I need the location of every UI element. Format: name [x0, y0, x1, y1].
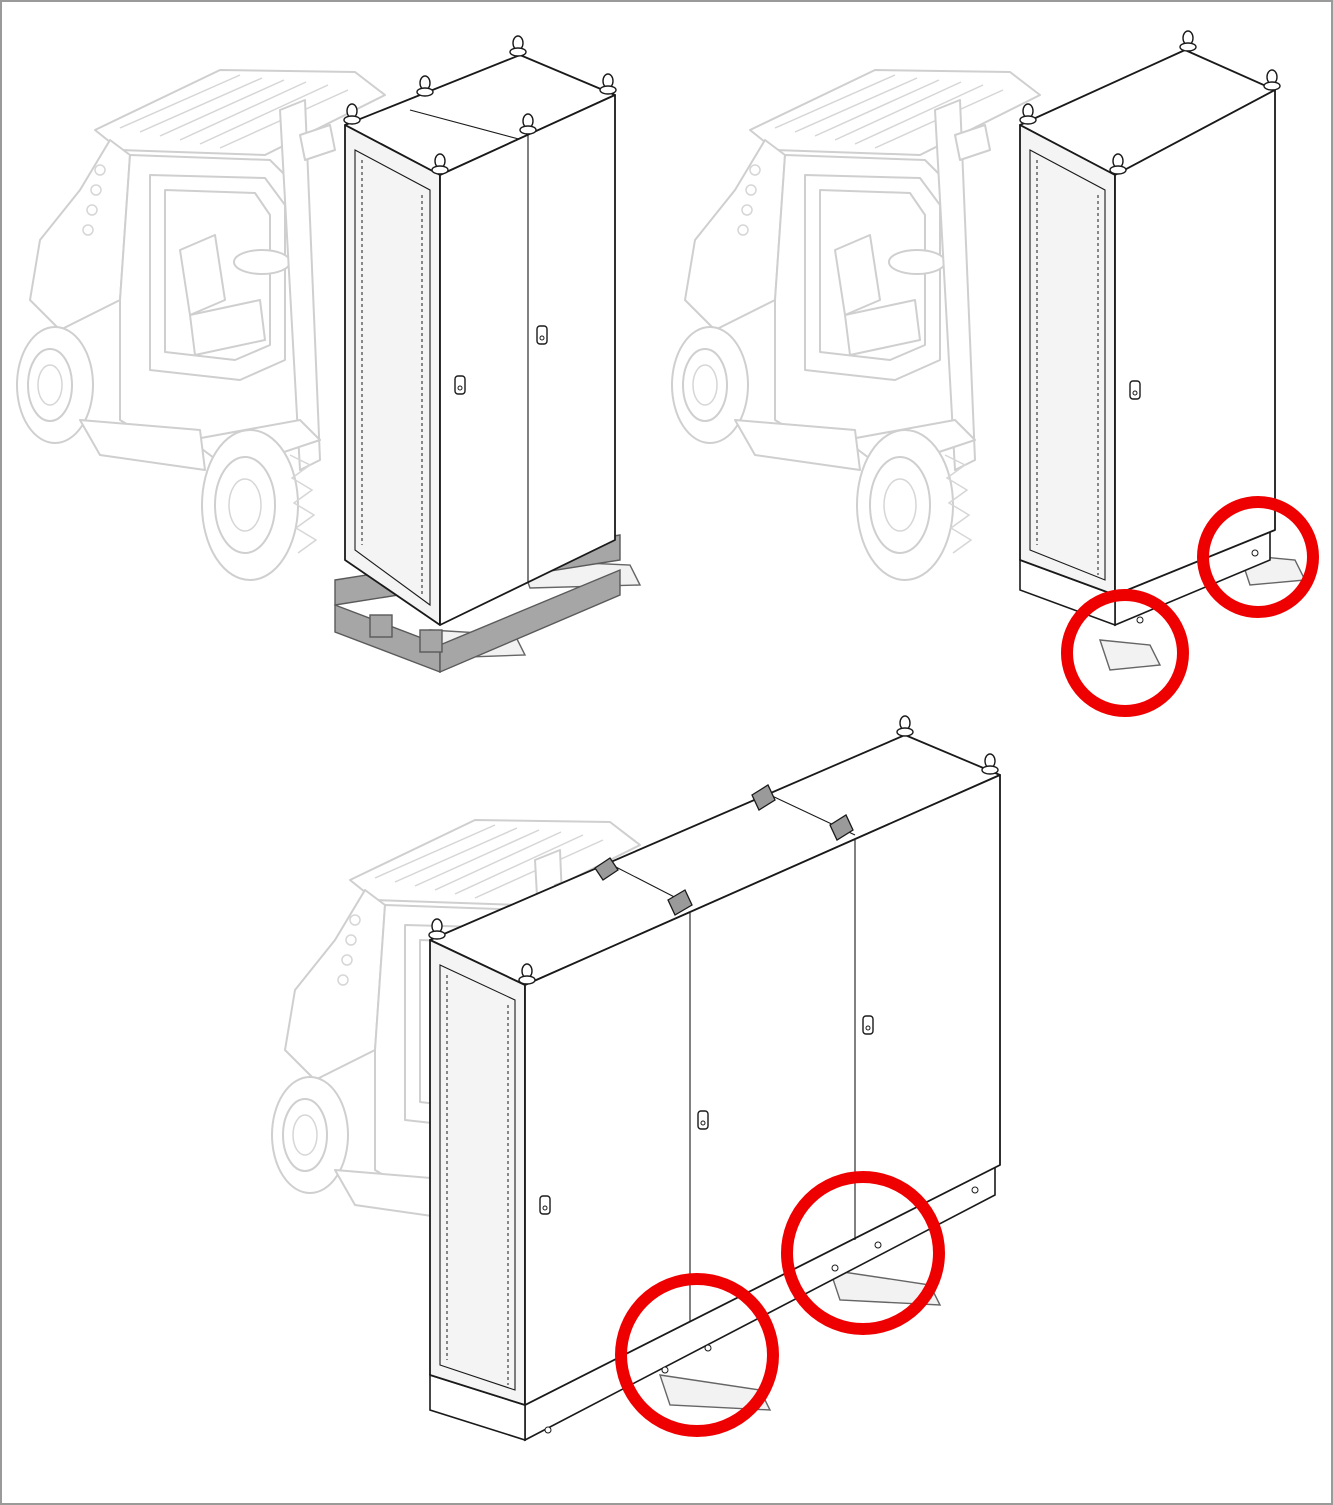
joining-bracket: [829, 814, 854, 841]
highlight-circle: [1197, 496, 1319, 618]
panel-direct-lift: [671, 30, 1319, 717]
cabinet-frame-side: [429, 939, 526, 1406]
lifting-eye: [509, 35, 527, 57]
forklift-ghost: [16, 69, 386, 581]
door-handle: [536, 325, 548, 345]
cabinet-front: [524, 774, 1001, 1406]
door-handle: [539, 1195, 551, 1215]
cabinet-front: [1114, 89, 1276, 596]
panel-three-module-lift: [271, 715, 1001, 1442]
lifting-eye: [896, 715, 914, 737]
fork: [828, 1269, 942, 1306]
highlight-circle: [615, 1273, 779, 1437]
door-handle: [697, 1110, 709, 1130]
fork: [1098, 639, 1162, 671]
door-handle: [1129, 380, 1141, 400]
lifting-eye: [1263, 69, 1281, 91]
lifting-eye: [416, 75, 434, 97]
panel-pallet-lift: [16, 35, 642, 674]
highlight-circle: [781, 1171, 945, 1335]
forklift-ghost: [671, 69, 1041, 581]
lifting-eye: [1019, 103, 1037, 125]
door-handle: [862, 1015, 874, 1035]
joining-bracket: [667, 889, 693, 916]
lifting-eye: [1179, 30, 1197, 52]
highlight-circle: [1061, 589, 1189, 717]
lifting-eye: [599, 73, 617, 95]
lifting-eye: [981, 753, 999, 775]
joining-bracket: [594, 857, 619, 881]
cabinet-frame-side: [1019, 124, 1116, 596]
door-handle: [454, 375, 466, 395]
joining-bracket: [751, 784, 776, 811]
cabinet-frame-side: [344, 124, 441, 626]
fork: [658, 1374, 772, 1411]
